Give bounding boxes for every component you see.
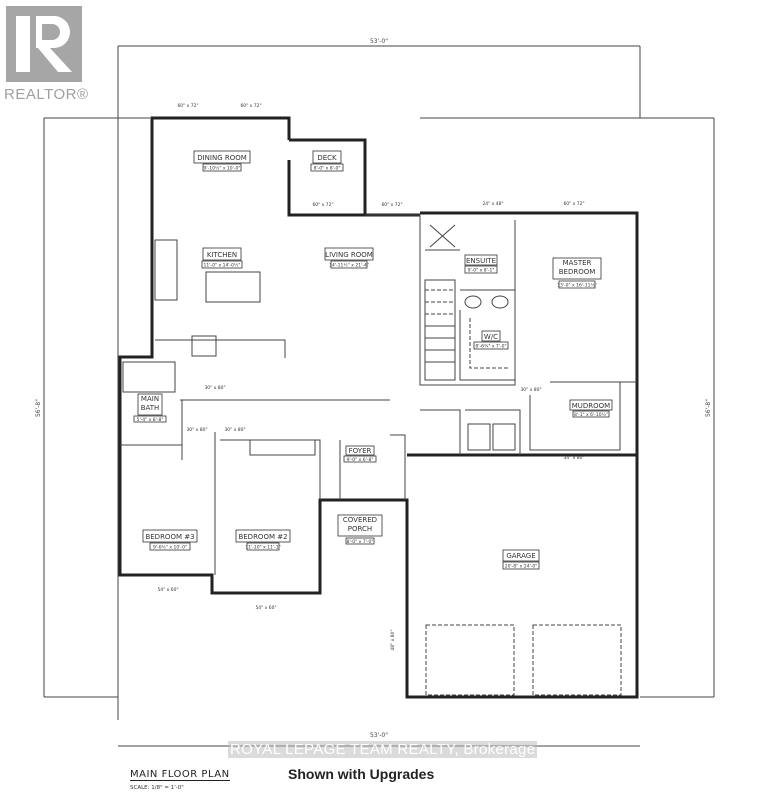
svg-text:ENSUITE: ENSUITE: [466, 257, 496, 265]
svg-text:8'-6¾" x 7'-0": 8'-6¾" x 7'-0": [475, 344, 506, 350]
window-labels: 60" x 72" 60" x 72" 60" x 72" 60" x 72" …: [157, 103, 584, 651]
room-kitchen: KITCHEN 11'-0" x 14'-0½": [201, 247, 243, 269]
svg-text:14'-11½" x 21'-4": 14'-11½" x 21'-4": [329, 262, 369, 269]
watermark: ROYAL LEPAGE TEAM REALTY, Brokerage: [228, 741, 538, 758]
svg-text:60" x 72": 60" x 72": [381, 202, 402, 208]
svg-text:54" x 60": 54" x 60": [157, 587, 178, 593]
svg-text:30" x 80": 30" x 80": [186, 427, 207, 433]
svg-text:9'-10½" x 10'-0": 9'-10½" x 10'-0": [204, 165, 241, 172]
svg-text:24" x 48": 24" x 48": [482, 201, 503, 207]
room-name: MAIN BATH: [140, 395, 160, 412]
svg-text:30" x 80": 30" x 80": [520, 387, 541, 393]
room-living-room: LIVING ROOM 14'-11½" x 21'-4": [324, 247, 374, 269]
room-bedroom-2: BEDROOM #2 11'-10" x 11'-1": [235, 529, 291, 551]
svg-text:LIVING ROOM: LIVING ROOM: [325, 251, 373, 259]
realtor-logo: [6, 6, 82, 82]
svg-text:KITCHEN: KITCHEN: [207, 251, 237, 259]
room-foyer: FOYER 9'-0" x 6'-8": [343, 445, 377, 463]
svg-text:11'-10" x 11'-1": 11'-10" x 11'-1": [245, 545, 280, 551]
upgrades-note: Shown with Upgrades: [288, 766, 435, 782]
room-mudroom: MUDROOM 8'-1" x 6'-10½": [569, 399, 613, 418]
svg-text:5'-4" x 8'-8": 5'-4" x 8'-8": [137, 417, 164, 423]
svg-text:48" x 80": 48" x 80": [390, 629, 396, 650]
svg-text:30" x 80": 30" x 80": [204, 385, 225, 391]
svg-text:20'-8" x 24'-0": 20'-8" x 24'-0": [505, 564, 538, 570]
room-bedroom-3: BEDROOM #3 9'-6½" x 10'-0": [142, 529, 198, 551]
svg-text:8'-0" x 7'-0": 8'-0" x 7'-0": [347, 539, 374, 545]
interior-walls: [120, 215, 637, 696]
svg-text:DECK: DECK: [317, 154, 337, 162]
exterior-walls: [118, 116, 639, 699]
svg-text:DINING ROOM: DINING ROOM: [197, 154, 247, 162]
svg-text:8'-0" x 8'-0": 8'-0" x 8'-0": [314, 166, 341, 172]
svg-text:60" x 72": 60" x 72": [240, 103, 261, 109]
dimension-top: 53'-0": [370, 38, 388, 45]
room-ensuite: ENSUITE 9'-0" x 8'-1": [464, 254, 498, 274]
dimension-left: 56'-8": [35, 399, 42, 417]
svg-text:MUDROOM: MUDROOM: [572, 402, 610, 410]
room-master-bedroom: MASTER BEDROOM 13'-0" x 16'-11½": [552, 257, 602, 289]
svg-text:13'-0" x 16'-11½": 13'-0" x 16'-11½": [557, 282, 597, 289]
plan-scale: SCALE: 1/8" = 1'-0": [130, 785, 184, 791]
room-deck: DECK 8'-0" x 8'-0": [310, 150, 344, 172]
svg-text:60" x 72": 60" x 72": [312, 202, 333, 208]
dimension-bottom: 53'-0": [370, 732, 388, 739]
svg-text:11'-0" x 14'-0½": 11'-0" x 14'-0½": [204, 262, 241, 269]
room-name: MASTER BEDROOM: [558, 259, 596, 276]
plan-title: MAIN FLOOR PLAN: [130, 769, 230, 781]
room-wc: W/C 8'-6¾" x 7'-0": [473, 330, 509, 350]
svg-text:W/C: W/C: [484, 333, 498, 341]
room-covered-porch: COVERED PORCH 8'-0" x 7'-0": [337, 514, 383, 545]
room-garage: GARAGE 20'-8" x 24'-0": [502, 549, 540, 570]
svg-text:9'-6½" x 10'-0": 9'-6½" x 10'-0": [153, 544, 187, 551]
room-dining-room: DINING ROOM 9'-10½" x 10'-0": [193, 150, 251, 172]
svg-text:GARAGE: GARAGE: [506, 552, 535, 560]
room-name: COVERED PORCH: [342, 516, 378, 533]
svg-text:BEDROOM #3: BEDROOM #3: [145, 533, 194, 541]
svg-text:34" x 80": 34" x 80": [563, 455, 584, 461]
svg-text:30" x 80": 30" x 80": [224, 427, 245, 433]
dimension-right: 56'-8": [705, 399, 712, 417]
realtor-wordmark: REALTOR®: [4, 86, 89, 103]
svg-text:BEDROOM #2: BEDROOM #2: [238, 533, 287, 541]
room-main-bath: MAIN BATH 5'-4" x 8'-8": [133, 393, 167, 423]
svg-text:9'-0" x 8'-1": 9'-0" x 8'-1": [468, 268, 495, 274]
svg-text:60" x 72": 60" x 72": [177, 103, 198, 109]
svg-text:FOYER: FOYER: [349, 447, 372, 455]
svg-text:54" x 60": 54" x 60": [255, 605, 276, 611]
svg-text:8'-1" x 6'-10½": 8'-1" x 6'-10½": [574, 411, 608, 418]
svg-text:9'-0" x 6'-8": 9'-0" x 6'-8": [347, 457, 374, 463]
svg-text:60" x 72": 60" x 72": [563, 201, 584, 207]
